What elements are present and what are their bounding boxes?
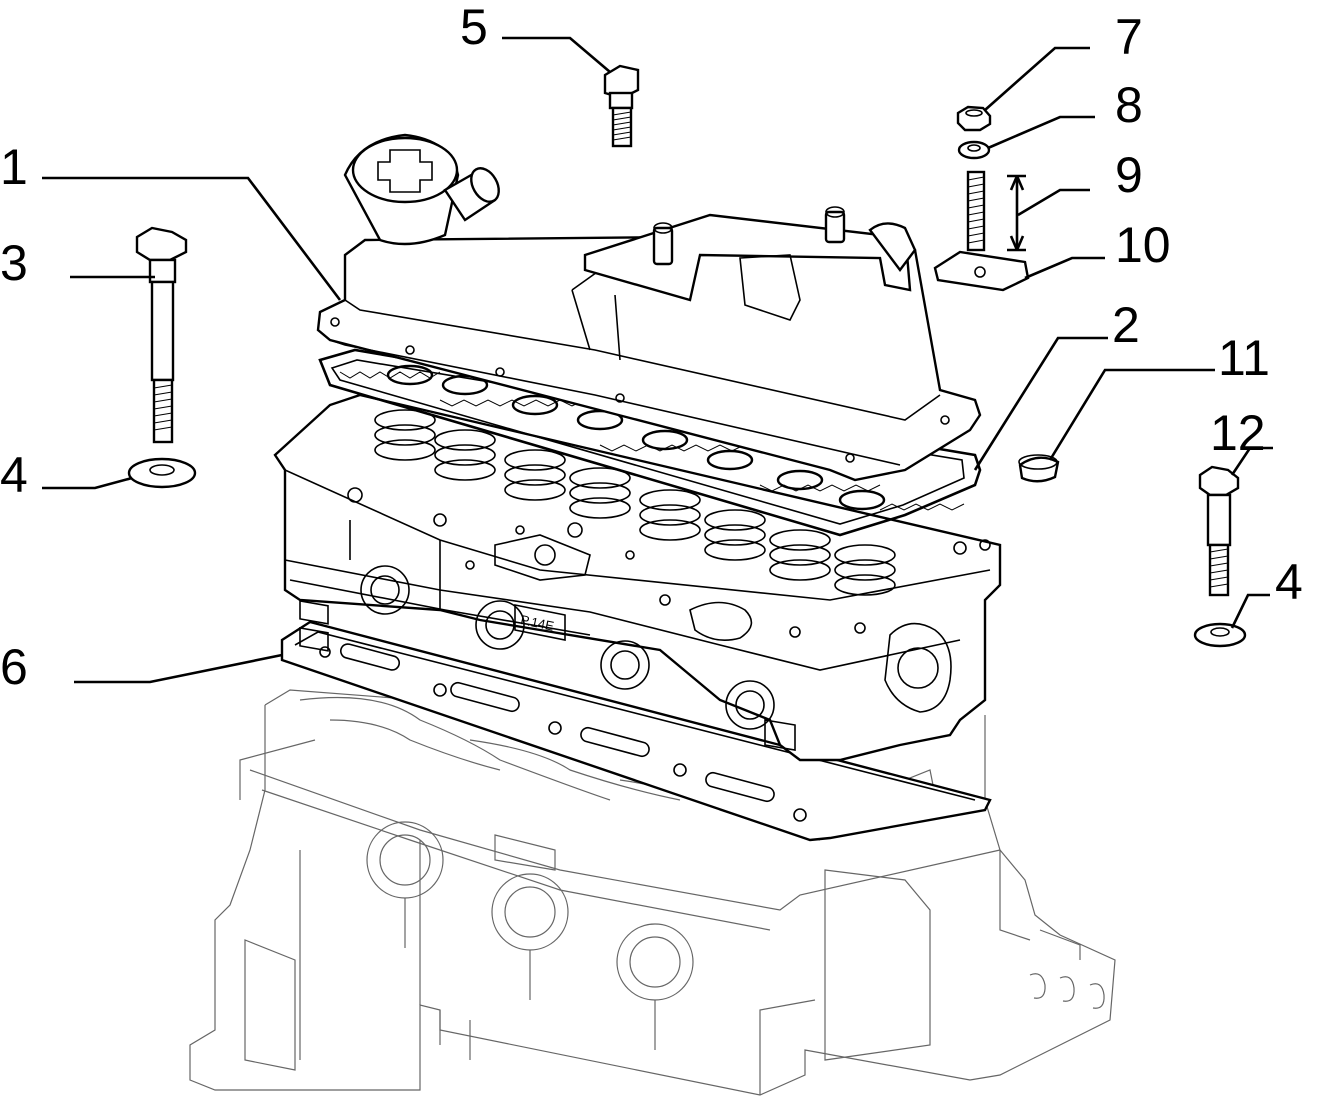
cylinder-head: P.14E xyxy=(273,393,1002,762)
callout-12: 12 xyxy=(1210,405,1266,461)
callout-10: 10 xyxy=(1115,217,1171,273)
callout-3: 3 xyxy=(0,235,28,291)
callout-7: 7 xyxy=(1115,9,1143,65)
leader-2 xyxy=(973,336,1108,471)
callout-2: 2 xyxy=(1112,297,1140,353)
callout-4-left: 4 xyxy=(0,447,28,503)
leader-11 xyxy=(1048,368,1215,461)
leader-5 xyxy=(502,36,611,73)
leader-9 xyxy=(1017,188,1090,217)
leader-lines xyxy=(42,36,1273,684)
callout-8: 8 xyxy=(1115,77,1143,133)
callout-11: 11 xyxy=(1218,330,1270,386)
part-7-nut xyxy=(956,105,992,132)
part-4-washer-right xyxy=(1193,622,1247,648)
leader-12 xyxy=(1230,446,1273,476)
valve-springs xyxy=(374,364,896,596)
part-5-cover-screw xyxy=(603,64,640,148)
part-11-grommet xyxy=(1018,454,1060,483)
part-3-head-bolt xyxy=(135,226,188,444)
leader-4b xyxy=(1230,593,1270,629)
leader-1 xyxy=(42,176,342,301)
callout-5: 5 xyxy=(460,0,488,55)
leader-6 xyxy=(74,653,283,684)
part-4-washer-left xyxy=(127,457,197,489)
part-9-stud xyxy=(966,170,1026,252)
head-gasket xyxy=(280,620,992,842)
leader-8 xyxy=(987,115,1095,150)
leader-4a xyxy=(42,476,133,490)
leader-7 xyxy=(984,46,1090,111)
part-10-plate xyxy=(933,250,1030,292)
callout-9: 9 xyxy=(1115,147,1143,203)
callout-4-right: 4 xyxy=(1275,554,1303,610)
callout-1: 1 xyxy=(0,139,28,195)
part-8-washer xyxy=(957,140,991,160)
rocker-cover xyxy=(316,133,982,482)
head-stamp: P.14E xyxy=(519,612,555,634)
leader-10 xyxy=(1024,256,1105,280)
part-12-short-bolt xyxy=(1198,465,1240,597)
callout-6: 6 xyxy=(0,639,28,695)
